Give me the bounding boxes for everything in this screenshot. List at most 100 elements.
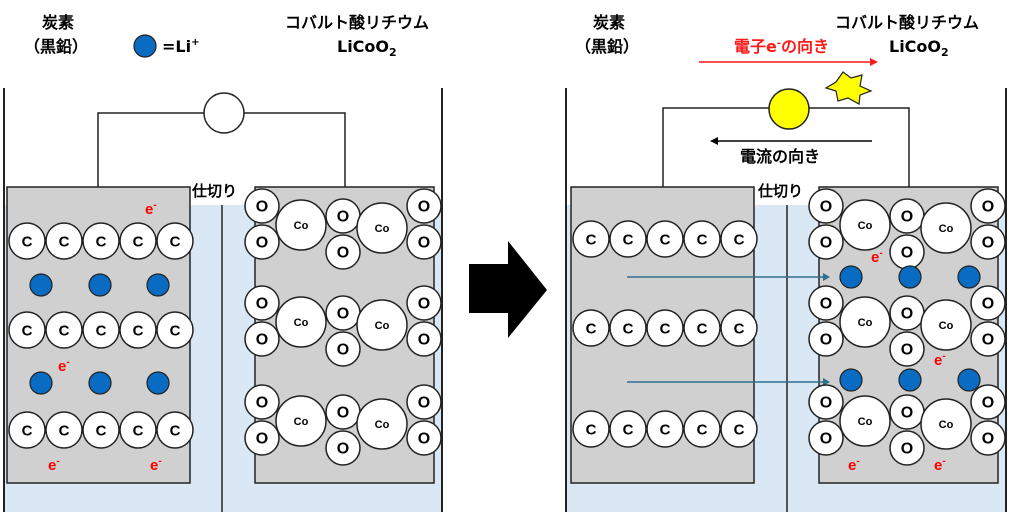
carbon-atom: C — [82, 222, 120, 260]
svg-text:C: C — [734, 422, 745, 439]
header-before: 炭素 （黒鉛） =Li+ コバルト酸リチウム LiCoO2 — [24, 13, 429, 59]
right-arrow-icon — [469, 241, 547, 338]
li-ion — [839, 265, 863, 289]
svg-text:Co: Co — [375, 223, 390, 235]
svg-text:C: C — [133, 323, 144, 340]
cobalt-atom: Co — [356, 398, 408, 450]
oxygen-atom: O — [325, 295, 361, 331]
cobalt-atom: Co — [920, 202, 972, 254]
li-ion — [88, 273, 112, 297]
oxygen-atom: O — [244, 384, 280, 420]
electron: e- — [145, 200, 157, 218]
svg-text:C: C — [660, 232, 671, 249]
svg-text:C: C — [59, 323, 70, 340]
oxygen-atom: O — [406, 420, 442, 456]
oxygen-atom: O — [970, 188, 1006, 224]
li-ion — [146, 371, 170, 395]
svg-text:C: C — [697, 232, 708, 249]
svg-text:O: O — [901, 209, 913, 226]
svg-text:C: C — [22, 323, 33, 340]
svg-text:O: O — [820, 332, 832, 349]
carbon-atom: C — [683, 220, 721, 258]
oxygen-atom: O — [406, 224, 442, 260]
oxygen-atom: O — [808, 224, 844, 260]
svg-text:O: O — [418, 296, 430, 313]
svg-text:O: O — [256, 296, 268, 313]
oxygen-atom: O — [808, 285, 844, 321]
anode-sublabel: （黒鉛） — [575, 37, 639, 56]
svg-text:C: C — [170, 323, 181, 340]
carbon-atom: C — [683, 309, 721, 347]
li-ion — [898, 265, 922, 289]
svg-text:O: O — [337, 441, 349, 458]
svg-text:O: O — [901, 245, 913, 262]
cobalt-atom: Co — [275, 395, 327, 447]
li-ion — [898, 368, 922, 392]
anode-label: 炭素 — [42, 13, 74, 32]
carbon-atom: C — [572, 220, 610, 258]
svg-text:Co: Co — [858, 317, 873, 329]
svg-text:O: O — [256, 431, 268, 448]
cobalt-atom: Co — [839, 395, 891, 447]
li-ion-legend-label: =Li+ — [162, 37, 199, 56]
li-ion-arrow-head — [823, 378, 830, 386]
cobalt-atom: Co — [356, 299, 408, 351]
carbon-atom: C — [119, 311, 157, 349]
svg-text:O: O — [820, 431, 832, 448]
carbon-atom: C — [8, 222, 46, 260]
oxygen-atom: O — [970, 420, 1006, 456]
separator-label: 仕切り — [191, 182, 237, 200]
oxygen-atom: O — [244, 420, 280, 456]
electron: e- — [871, 248, 883, 266]
oxygen-atom: O — [889, 295, 925, 331]
svg-text:Co: Co — [858, 220, 873, 232]
svg-text:O: O — [418, 395, 430, 412]
svg-text:O: O — [982, 332, 994, 349]
svg-text:Co: Co — [939, 320, 954, 332]
oxygen-atom: O — [244, 224, 280, 260]
oxygen-atom: O — [325, 331, 361, 367]
svg-text:O: O — [256, 395, 268, 412]
light-bulb-off — [203, 92, 245, 134]
electron: e- — [934, 456, 946, 474]
svg-text:C: C — [586, 232, 597, 249]
oxygen-atom: O — [889, 198, 925, 234]
carbon-atom: C — [8, 411, 46, 449]
svg-text:C: C — [170, 423, 181, 440]
svg-text:C: C — [660, 321, 671, 338]
svg-text:Co: Co — [294, 220, 309, 232]
svg-text:C: C — [697, 321, 708, 338]
oxygen-atom: O — [244, 285, 280, 321]
carbon-atom: C — [720, 410, 758, 448]
carbon-atom: C — [720, 309, 758, 347]
oxygen-atom: O — [808, 188, 844, 224]
li-ion — [839, 368, 863, 392]
svg-text:C: C — [586, 422, 597, 439]
oxygen-atom: O — [808, 321, 844, 357]
svg-text:O: O — [820, 395, 832, 412]
svg-text:O: O — [337, 342, 349, 359]
svg-text:O: O — [337, 245, 349, 262]
oxygen-atom: O — [970, 321, 1006, 357]
svg-text:O: O — [256, 199, 268, 216]
svg-text:C: C — [734, 232, 745, 249]
anode-sublabel: （黒鉛） — [24, 37, 88, 56]
svg-text:O: O — [901, 441, 913, 458]
light-burst-icon — [824, 71, 873, 105]
carbon-atom: C — [119, 411, 157, 449]
svg-text:C: C — [623, 232, 634, 249]
carbon-atom: C — [720, 220, 758, 258]
li-ion — [146, 273, 170, 297]
oxygen-atom: O — [970, 285, 1006, 321]
svg-text:C: C — [734, 321, 745, 338]
svg-text:C: C — [170, 234, 181, 251]
cobalt-atom: Co — [839, 296, 891, 348]
carbon-atom: C — [646, 410, 684, 448]
svg-text:O: O — [982, 199, 994, 216]
li-ion — [88, 371, 112, 395]
carbon-atom: C — [609, 220, 647, 258]
li-ion — [957, 368, 981, 392]
cathode-label: コバルト酸リチウム — [835, 13, 979, 32]
header-after: 炭素 （黒鉛） コバルト酸リチウム LiCoO2 — [575, 13, 979, 59]
svg-text:C: C — [96, 234, 107, 251]
